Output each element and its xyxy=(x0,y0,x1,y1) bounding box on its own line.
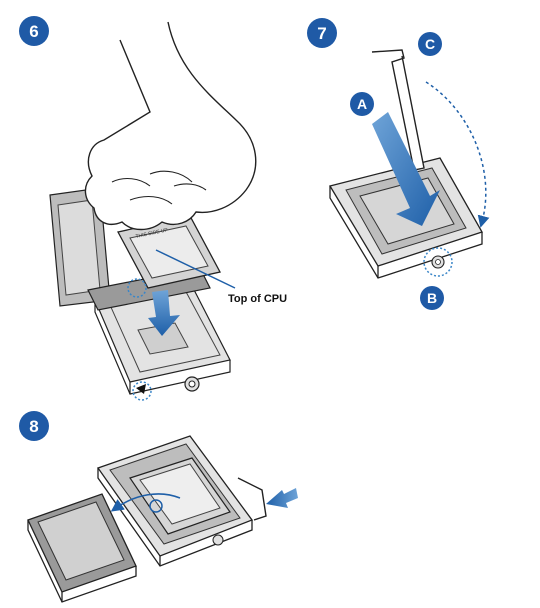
step-6-load-plate xyxy=(49,187,211,311)
top-of-cpu-leader xyxy=(155,249,236,289)
step-6-screw xyxy=(184,376,200,392)
step-7-arrow-a xyxy=(372,112,440,226)
badge-c-label: C xyxy=(425,36,435,52)
badge-a-label: A xyxy=(357,96,367,112)
step-7-panel: 7 A B C xyxy=(307,18,490,310)
step-7-lever xyxy=(371,49,425,171)
step-7-badge xyxy=(307,18,337,48)
step-6-badge xyxy=(19,16,49,46)
step-6-down-arrow xyxy=(148,290,180,336)
step-6-number: 6 xyxy=(29,22,38,41)
top-of-cpu-label: Top of CPU xyxy=(228,293,287,305)
badge-b xyxy=(420,286,444,310)
step-6-pin1-highlight xyxy=(132,381,152,401)
step-8-curved-arrow xyxy=(110,493,181,512)
step-8-badge xyxy=(19,411,49,441)
step-8-number: 8 xyxy=(29,417,38,436)
badge-c xyxy=(418,32,442,56)
step-7-arc-c xyxy=(425,81,490,228)
step-6-hand xyxy=(84,21,257,231)
step-6-panel: 6 THIS SIDE UP xyxy=(19,16,287,401)
step-8-notch-highlight xyxy=(149,499,163,513)
step-7-screw-highlight xyxy=(423,247,453,277)
badge-b-label: B xyxy=(427,290,437,306)
step-6-notch-highlight xyxy=(127,278,147,298)
step-8-panel: 8 xyxy=(19,411,298,603)
step-8-pnp-cap xyxy=(27,493,137,603)
step-8-push-arrow xyxy=(266,488,298,508)
badge-a xyxy=(350,92,374,116)
pin1-triangle-icon xyxy=(136,384,146,394)
step-7-number: 7 xyxy=(317,24,326,43)
